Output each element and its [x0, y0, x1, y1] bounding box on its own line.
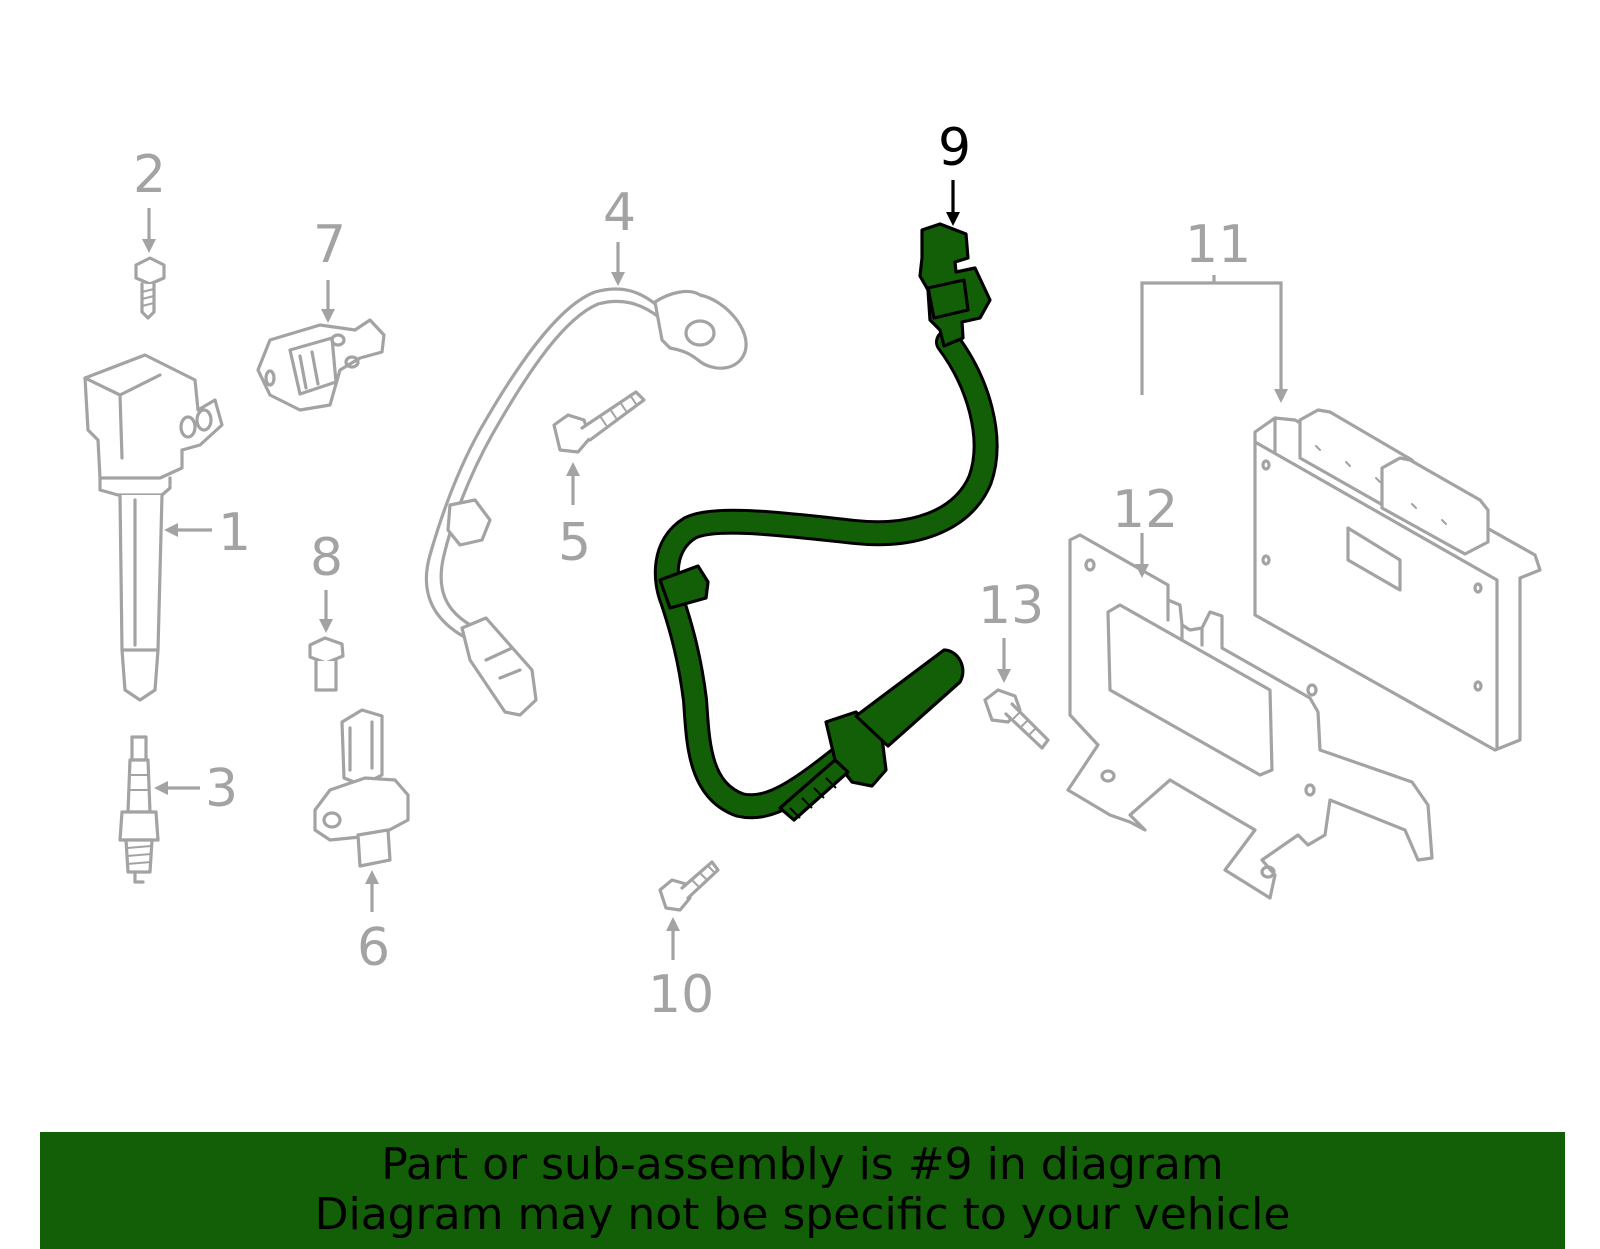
callout-10: 10 [648, 965, 714, 1025]
callout-13: 13 [978, 576, 1044, 636]
part-2-bolt[interactable] [134, 256, 166, 320]
callout-7: 7 [313, 215, 346, 275]
callout-1: 1 [218, 503, 251, 563]
part-11-ecu-module[interactable] [1253, 408, 1542, 752]
part-1-ignition-coil[interactable] [83, 353, 224, 702]
banner-line-2: Diagram may not be specific to your vehi… [314, 1189, 1291, 1240]
callout-12: 12 [1112, 480, 1178, 540]
info-banner: Part or sub-assembly is #9 in diagram Di… [40, 1132, 1565, 1249]
callout-3: 3 [205, 759, 238, 819]
part-10-bolt[interactable] [658, 860, 720, 912]
callout-11: 11 [1185, 215, 1251, 275]
part-4-knock-sensor[interactable] [424, 287, 748, 717]
callout-9: 9 [938, 118, 971, 178]
banner-line-1: Part or sub-assembly is #9 in diagram [381, 1139, 1224, 1190]
callout-4: 4 [603, 183, 636, 243]
part-6-cam-sensor[interactable] [313, 708, 410, 868]
parts-diagram: 1 2 3 4 5 [83, 118, 1542, 1025]
callout-5: 5 [558, 513, 591, 573]
part-3-spark-plug[interactable] [118, 735, 160, 884]
callout-6: 6 [357, 918, 390, 978]
part-12-bracket[interactable] [1066, 533, 1434, 900]
part-8-bolt[interactable] [308, 636, 345, 692]
part-9-crankshaft-sensor[interactable] [653, 222, 999, 822]
callout-8: 8 [310, 528, 343, 588]
callout-2: 2 [133, 145, 166, 205]
part-13-bolt[interactable] [983, 688, 1050, 750]
part-7-sensor[interactable] [256, 318, 386, 412]
part-5-bolt[interactable] [552, 390, 646, 454]
